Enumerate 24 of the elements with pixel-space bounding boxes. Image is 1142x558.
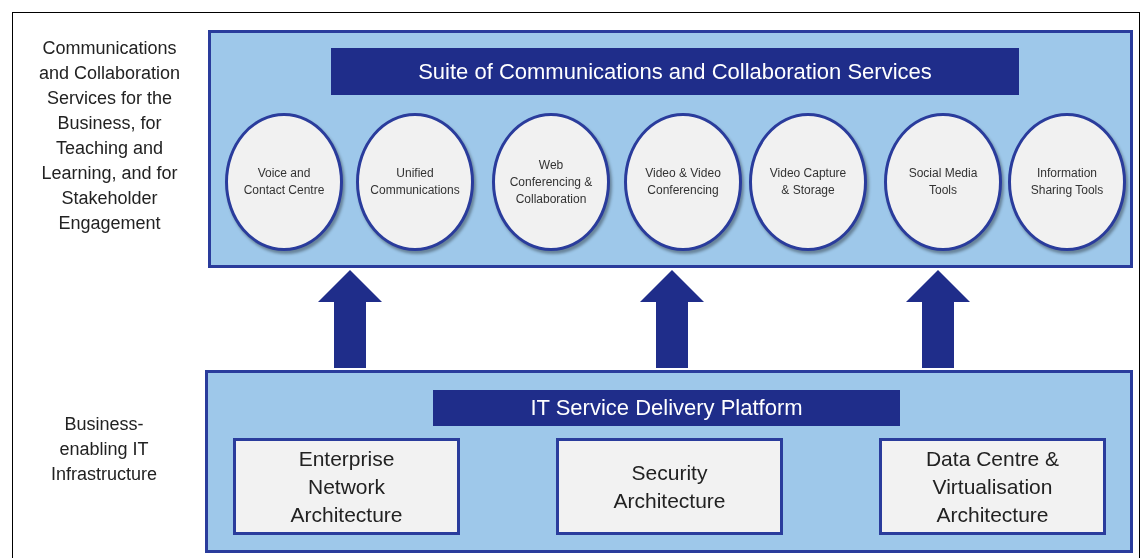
node-label: IT Service Delivery Platform <box>530 394 803 422</box>
node-label: Security Architecture <box>612 459 727 514</box>
node-label: Suite of Communications and Collaboration Services <box>418 57 932 86</box>
node-label: Enterprise Network Architecture <box>289 445 404 528</box>
title-banner <box>331 48 1019 95</box>
node-label: Video & Video Conferencing <box>644 165 722 199</box>
side-caption: Business-enabling IT Infrastructure <box>49 413 158 486</box>
architecture-box <box>556 438 783 535</box>
node-label: Social Media Tools <box>907 165 979 199</box>
node-label: Video Capture & Storage <box>768 165 848 199</box>
block-arrow <box>640 270 704 368</box>
node-label: Web Conferencing & Collaboration <box>509 156 593 208</box>
node-label: Data Centre & Virtualisation Architecture <box>924 445 1061 528</box>
panel <box>205 370 1133 553</box>
block-arrow <box>906 270 970 368</box>
node-label: Voice and Contact Centre <box>242 165 326 199</box>
node-label: Information Sharing Tools <box>1029 165 1105 199</box>
node-label: Unified Communications <box>370 165 460 199</box>
title-banner <box>433 390 900 426</box>
architecture-box <box>879 438 1106 535</box>
block-arrow <box>318 270 382 368</box>
side-caption: Communications and Collaboration Services for the Business, for Teaching and Learning, and for Stakeholder Engagement <box>37 37 182 235</box>
architecture-box <box>233 438 460 535</box>
panel <box>208 30 1133 268</box>
